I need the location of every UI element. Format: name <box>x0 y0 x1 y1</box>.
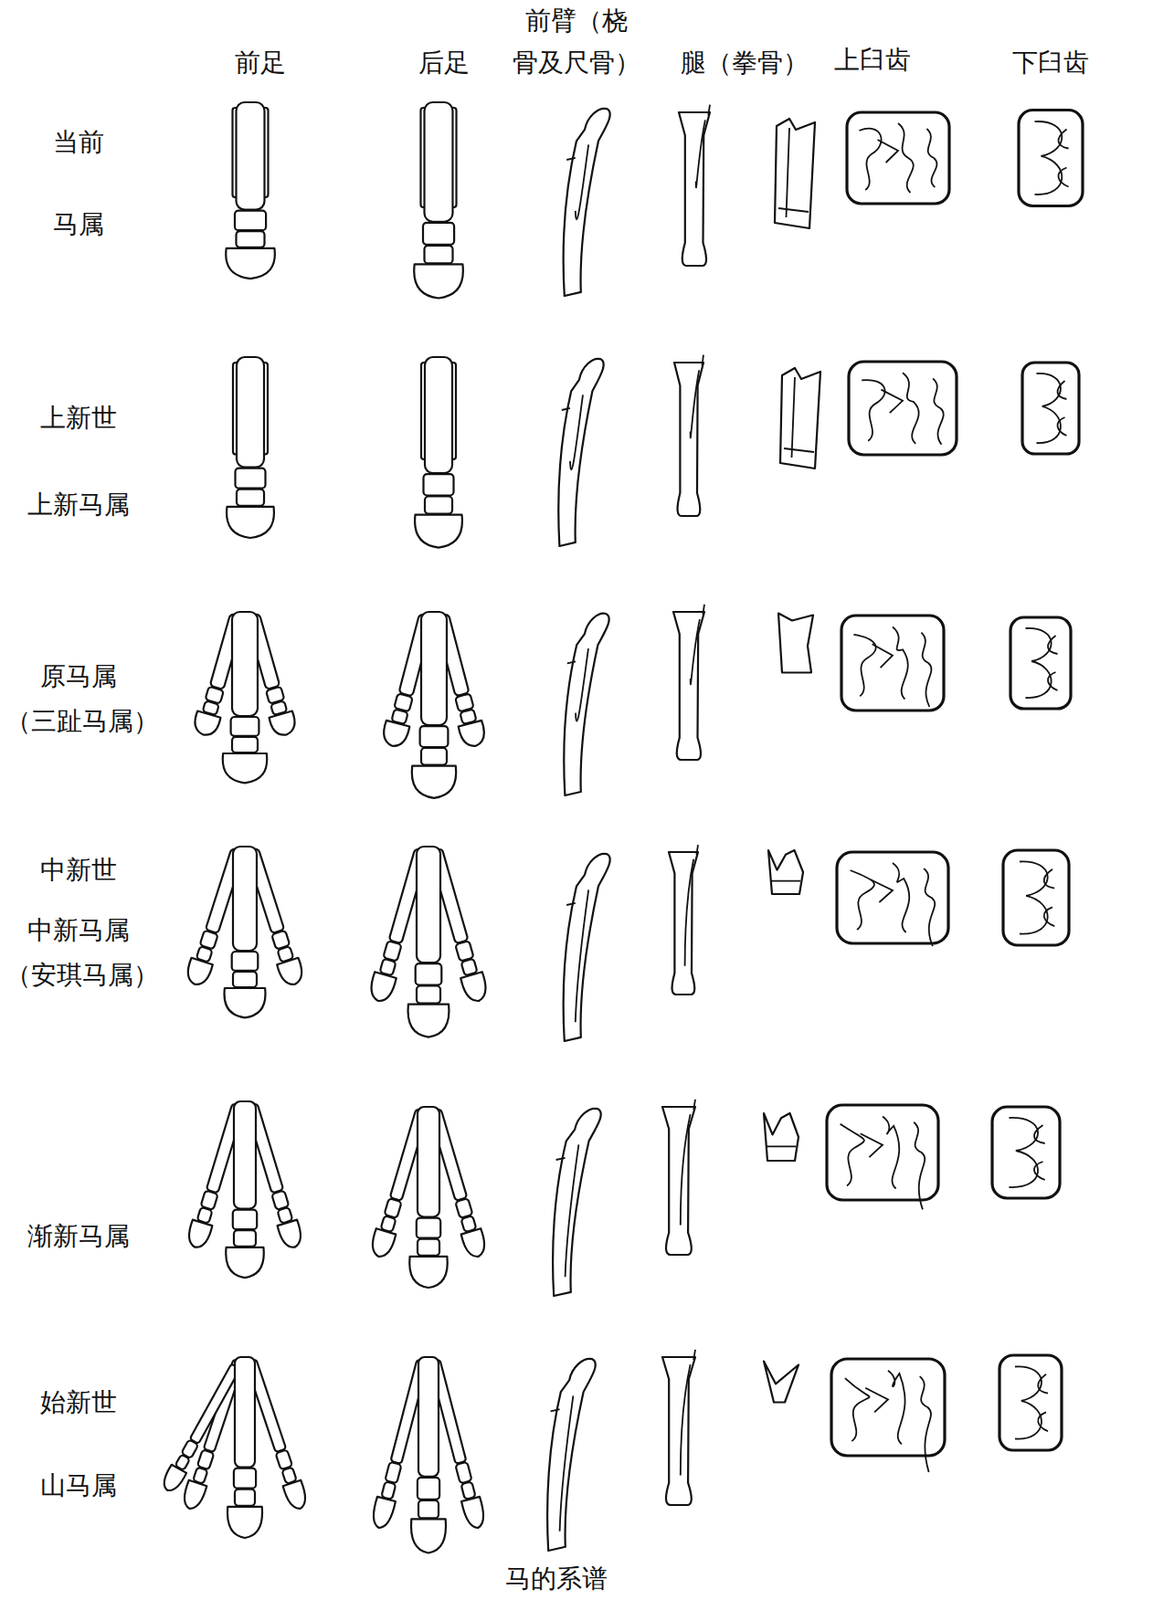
leg-bone <box>674 355 704 517</box>
column-header: 前臂（桡 骨及尺骨） <box>503 0 650 85</box>
tooth-side <box>768 850 804 895</box>
leg-bone <box>662 1099 696 1256</box>
era-label: 当前 <box>52 126 105 159</box>
genus-label: 中新马属 <box>27 915 130 947</box>
hind-foot <box>368 1107 488 1289</box>
lower-molar <box>1018 110 1083 207</box>
column-header: 前足 <box>234 47 286 79</box>
hind-foot <box>380 612 488 799</box>
column-header: 后足 <box>418 47 470 79</box>
lower-molar <box>1010 617 1071 709</box>
lower-molar <box>1003 850 1069 946</box>
column-header: 下臼齿 <box>1012 47 1090 79</box>
forearm-bone <box>563 613 609 796</box>
front-foot <box>225 102 275 279</box>
tooth-side <box>774 118 815 229</box>
leg-bone <box>673 604 705 761</box>
hind-foot <box>413 102 464 299</box>
tooth-side <box>763 1113 799 1162</box>
upper-molar <box>836 852 949 947</box>
front-foot <box>191 612 299 783</box>
caption: 马的系谱 <box>505 1564 608 1596</box>
tooth-side <box>778 613 814 674</box>
era-label: 中新世 <box>40 855 117 887</box>
upper-molar <box>841 615 944 711</box>
hind-foot <box>367 846 490 1038</box>
leg-bone <box>678 105 710 266</box>
hind-foot <box>414 357 463 549</box>
lower-molar <box>999 1355 1062 1451</box>
front-foot <box>226 357 275 539</box>
forearm-bone <box>547 1359 596 1552</box>
front-foot <box>185 1101 306 1279</box>
hind-foot <box>370 1357 488 1555</box>
column-header: 腿（拳骨） <box>680 47 809 79</box>
genus-label: 渐新马属 <box>27 1221 130 1253</box>
era-label: 上新世 <box>40 402 117 434</box>
tooth-side <box>780 368 821 469</box>
front-foot <box>183 846 306 1018</box>
upper-molar <box>846 112 950 204</box>
upper-molar <box>831 1359 945 1473</box>
forearm-bone <box>563 854 611 1042</box>
era-label: 始新世 <box>40 1387 117 1419</box>
front-foot <box>159 1357 310 1539</box>
genus-label: 马属 <box>52 209 105 241</box>
upper-molar <box>826 1105 939 1210</box>
forearm-bone <box>558 359 603 547</box>
genus-label: 原马属 <box>40 661 117 693</box>
leg-bone <box>662 1350 696 1506</box>
tooth-side <box>763 1362 799 1404</box>
genus-label: 山马属 <box>40 1470 117 1502</box>
genus-label: （安琪马属） <box>5 960 159 992</box>
column-header: 上臼齿 <box>834 44 911 76</box>
leg-bone <box>668 845 699 995</box>
upper-molar <box>848 361 957 455</box>
genus-label: （三趾马属） <box>5 706 159 738</box>
lower-molar <box>1022 362 1079 455</box>
forearm-bone <box>563 108 611 297</box>
genus-label: 上新马属 <box>27 489 130 521</box>
lower-molar <box>992 1107 1060 1199</box>
forearm-bone <box>552 1109 602 1297</box>
